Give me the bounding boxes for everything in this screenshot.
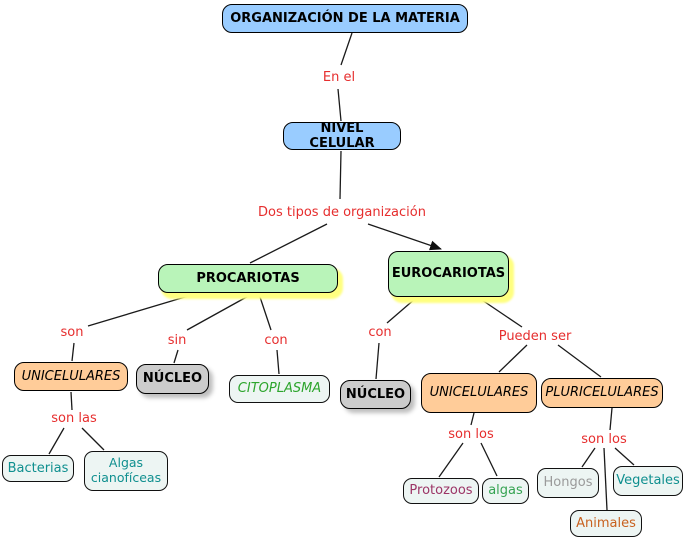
node-unicelulares-procariotas[interactable]: UNICELULARES — [14, 362, 128, 391]
link-label-con-procariotas[interactable]: con — [264, 333, 288, 348]
link-label-son-los-unicelulares[interactable]: son los — [448, 427, 494, 442]
node-procariotas[interactable]: PROCARIOTAS — [158, 264, 338, 293]
node-animales[interactable]: Animales — [570, 510, 642, 537]
node-vegetales[interactable]: Vegetales — [613, 466, 683, 496]
node-algas-cianoficeas[interactable]: Algas cianofíceas — [84, 451, 168, 491]
link-label-sin[interactable]: sin — [167, 333, 187, 348]
node-algas[interactable]: algas — [482, 478, 529, 504]
node-unicelulares-eurocariotas[interactable]: UNICELULARES — [421, 373, 537, 413]
link-label-son-los-pluricelulares[interactable]: son los — [581, 432, 627, 447]
node-nucleo-eurocariotas[interactable]: NÚCLEO — [340, 380, 411, 409]
link-label-con-eurocariotas[interactable]: con — [368, 325, 392, 340]
node-citoplasma[interactable]: CITOPLASMA — [229, 375, 330, 403]
node-pluricelulares[interactable]: PLURICELULARES — [541, 378, 663, 408]
node-protozoos[interactable]: Protozoos — [403, 478, 479, 504]
node-eurocariotas[interactable]: EUROCARIOTAS — [388, 251, 509, 297]
link-label-en-el[interactable]: En el — [322, 70, 356, 85]
link-label-pueden-ser[interactable]: Pueden ser — [498, 329, 572, 344]
link-label-son[interactable]: son — [60, 325, 84, 340]
node-nivel-celular[interactable]: NIVEL CELULAR — [283, 121, 401, 151]
node-bacterias[interactable]: Bacterias — [2, 455, 74, 482]
link-label-dos-tipos[interactable]: Dos tipos de organización — [258, 205, 426, 220]
node-nucleo-procariotas[interactable]: NÚCLEO — [136, 364, 209, 394]
link-label-son-las[interactable]: son las — [51, 411, 97, 426]
node-hongos[interactable]: Hongos — [537, 468, 599, 498]
node-organizacion-materia[interactable]: ORGANIZACIÓN DE LA MATERIA — [222, 4, 468, 33]
